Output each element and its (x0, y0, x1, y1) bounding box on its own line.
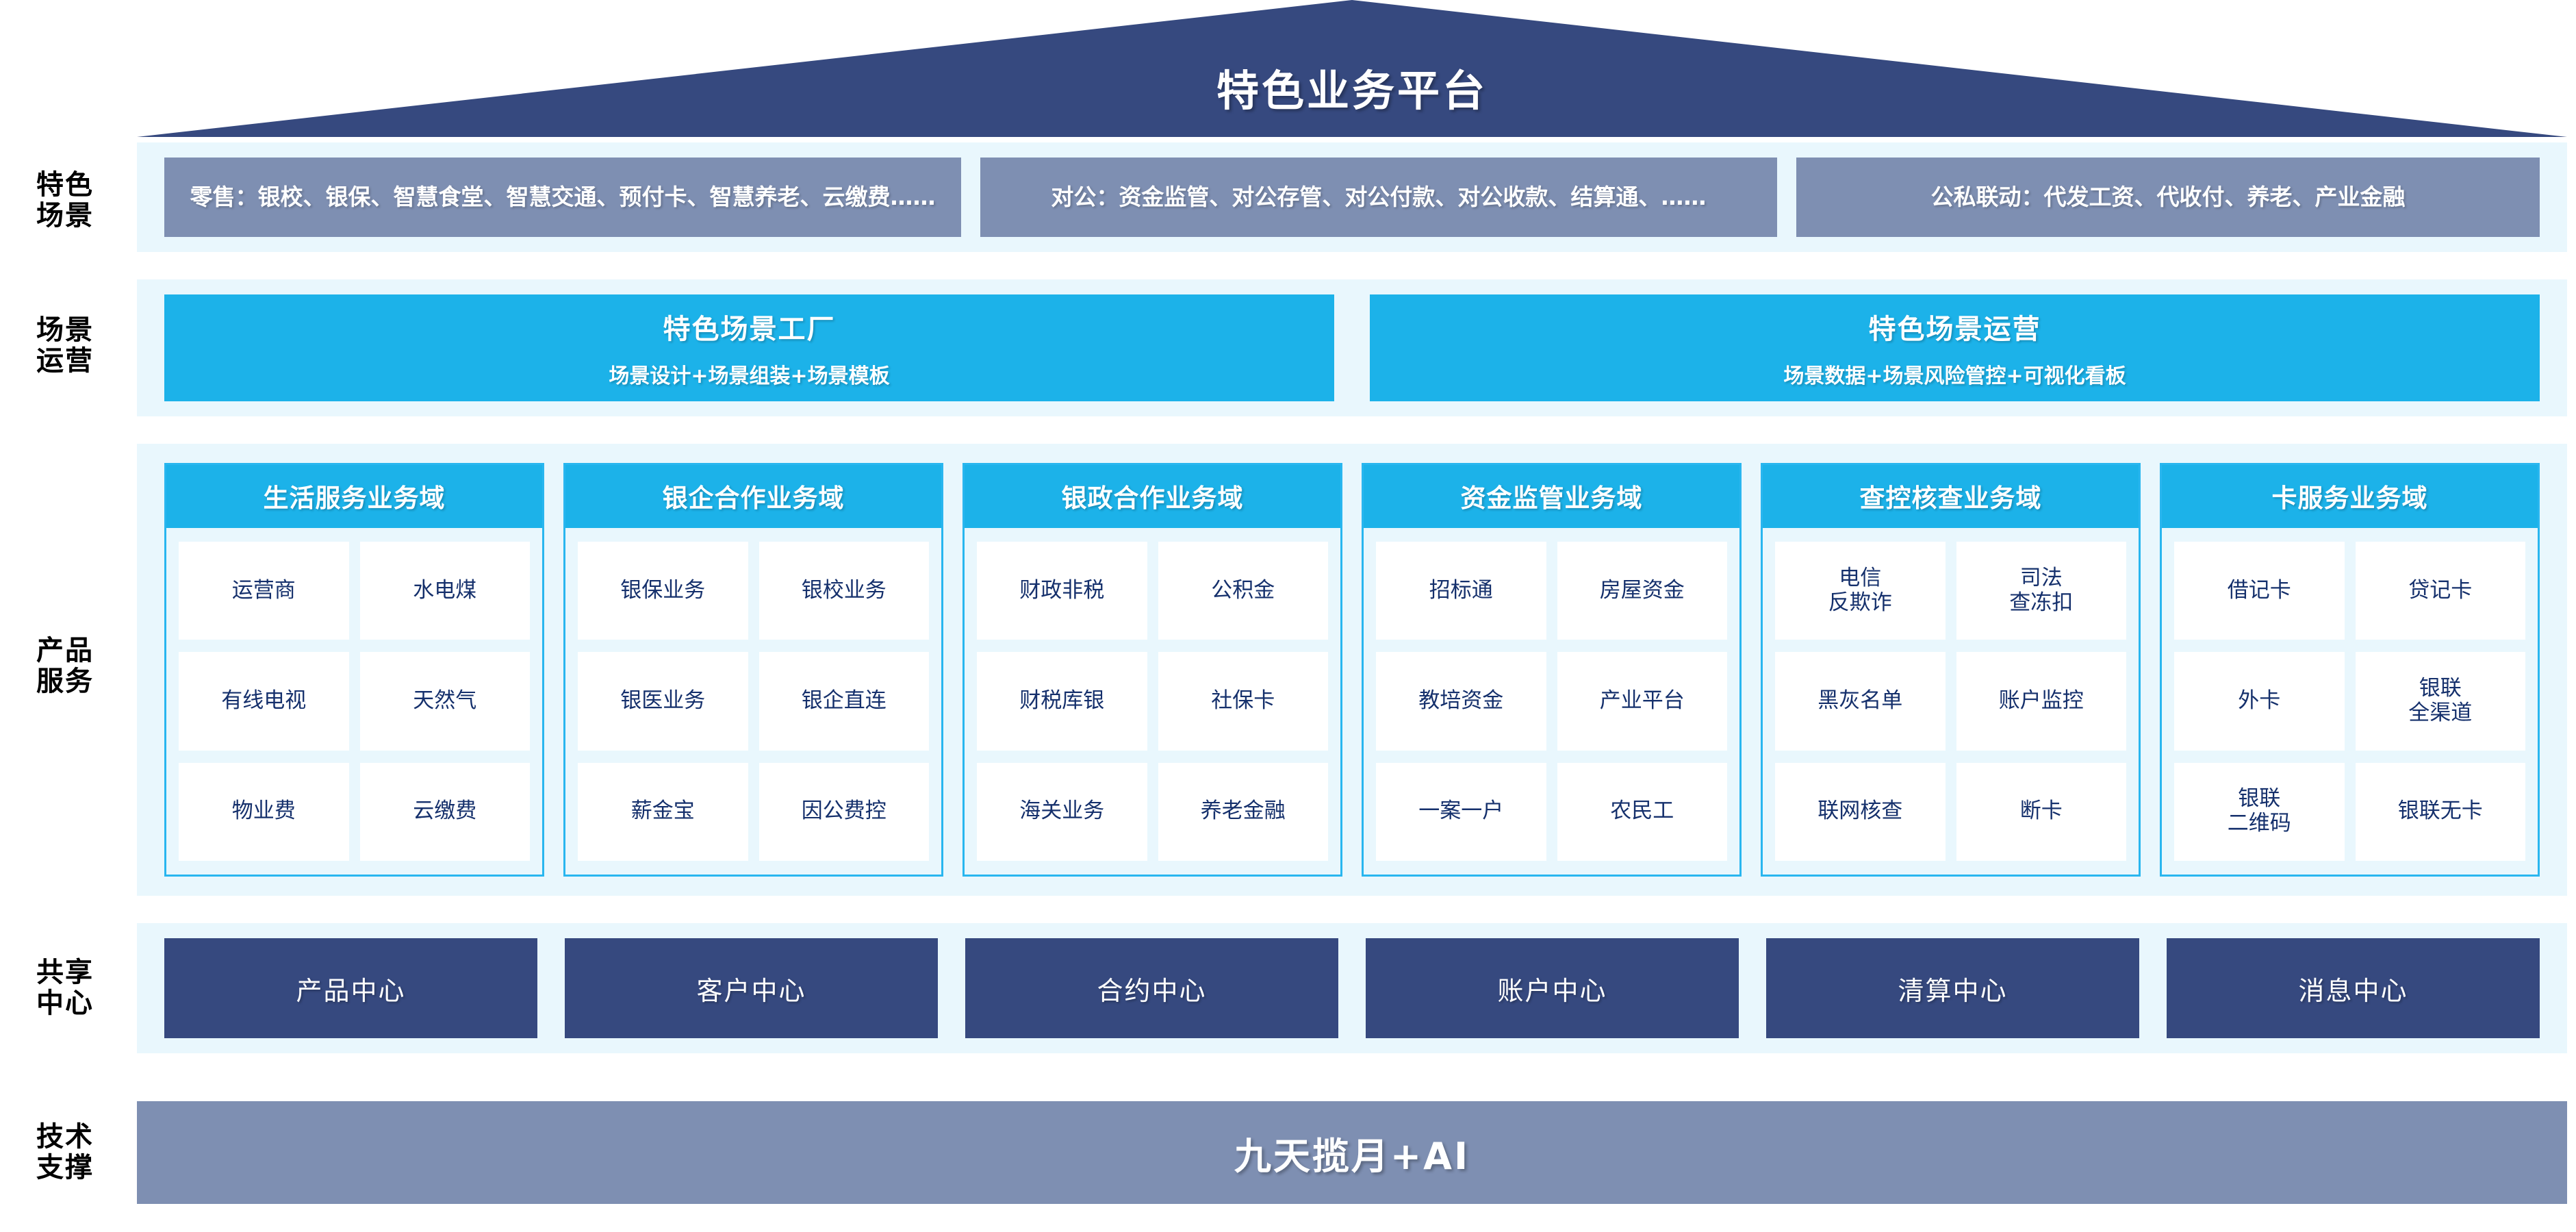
row-label-prod: 产品 服务 (14, 636, 116, 697)
domain-item[interactable]: 银保业务 (578, 542, 748, 640)
domain-item[interactable]: 天然气 (359, 652, 530, 751)
domain-item[interactable]: 联网核查 (1775, 762, 1946, 861)
row-label-tech: 技术 支撑 (14, 1122, 116, 1183)
domain-card-service[interactable]: 卡服务业务域 借记卡 贷记卡 外卡 银联全渠道 银联二维码 银联无卡 (2160, 463, 2540, 877)
domain-bank-government[interactable]: 银政合作业务域 财政非税 公积金 财税库银 社保卡 海关业务 养老金融 (962, 463, 1342, 877)
tech-support-bar[interactable]: 九天揽月+AI (137, 1101, 2567, 1204)
domain-item[interactable]: 财税库银 (977, 652, 1147, 751)
operations-card-scene-operation-subtitle: 场景数据+场景风险管控+可视化看板 (1783, 364, 2126, 388)
domain-item[interactable]: 房屋资金 (1557, 542, 1727, 640)
domain-item[interactable]: 断卡 (1956, 762, 2126, 861)
domain-item[interactable]: 云缴费 (359, 762, 530, 861)
domain-item[interactable]: 银企直连 (758, 652, 929, 751)
row-label-tech-line1: 技术 (36, 1121, 94, 1153)
domain-item[interactable]: 借记卡 (2174, 542, 2345, 640)
domain-card-service-title: 卡服务业务域 (2162, 465, 2538, 528)
operations-row: 特色场景工厂 场景设计+场景组装+场景模板 特色场景运营 场景数据+场景风险管控… (164, 294, 2540, 401)
domain-item[interactable]: 因公费控 (758, 762, 929, 861)
domain-item[interactable]: 农民工 (1557, 762, 1727, 861)
domain-item[interactable]: 黑灰名单 (1775, 652, 1946, 751)
domain-investigation-control[interactable]: 查控核查业务域 电信反欺诈 司法查冻扣 黑灰名单 账户监控 联网核查 断卡 (1761, 463, 2141, 877)
domain-bank-enterprise-grid: 银保业务 银校业务 银医业务 银企直连 薪金宝 因公费控 (565, 528, 941, 875)
domain-item[interactable]: 银医业务 (578, 652, 748, 751)
domain-item[interactable]: 薪金宝 (578, 762, 748, 861)
product-service-row: 生活服务业务域 运营商 水电煤 有线电视 天然气 物业费 云缴费 银企合作业务域… (164, 463, 2540, 877)
domain-life-service[interactable]: 生活服务业务域 运营商 水电煤 有线电视 天然气 物业费 云缴费 (164, 463, 544, 877)
domain-bank-enterprise-title: 银企合作业务域 (565, 465, 941, 528)
domain-item[interactable]: 财政非税 (977, 542, 1147, 640)
operations-card-scene-operation[interactable]: 特色场景运营 场景数据+场景风险管控+可视化看板 (1370, 294, 2540, 401)
row-label-shared-line2: 中心 (36, 987, 94, 1019)
domain-investigation-control-title: 查控核查业务域 (1763, 465, 2139, 528)
domain-item[interactable]: 有线电视 (179, 652, 349, 751)
platform-header-banner: 特色业务平台 (137, 0, 2567, 137)
operations-card-scene-factory-title: 特色场景工厂 (663, 314, 836, 345)
row-label-ops-line1: 场景 (36, 314, 94, 346)
domain-item[interactable]: 银联二维码 (2174, 762, 2345, 861)
row-label-ops-line2: 运营 (36, 344, 94, 377)
page-title: 特色业务平台 (1216, 66, 1488, 116)
domain-card-service-grid: 借记卡 贷记卡 外卡 银联全渠道 银联二维码 银联无卡 (2162, 528, 2538, 875)
domain-investigation-control-grid: 电信反欺诈 司法查冻扣 黑灰名单 账户监控 联网核查 断卡 (1763, 528, 2139, 875)
row-label-tech-line2: 支撑 (36, 1151, 94, 1183)
operations-card-scene-factory-subtitle: 场景设计+场景组装+场景模板 (609, 364, 890, 388)
shared-center-band: 产品中心 客户中心 合约中心 账户中心 清算中心 消息中心 (137, 923, 2567, 1053)
domain-item[interactable]: 社保卡 (1158, 652, 1328, 751)
shared-center-contract[interactable]: 合约中心 (965, 938, 1338, 1038)
operations-card-scene-operation-title: 特色场景运营 (1868, 314, 2041, 345)
domain-item[interactable]: 账户监控 (1956, 652, 2126, 751)
domain-bank-enterprise[interactable]: 银企合作业务域 银保业务 银校业务 银医业务 银企直连 薪金宝 因公费控 (563, 463, 943, 877)
shared-center-customer[interactable]: 客户中心 (565, 938, 938, 1038)
domain-item[interactable]: 运营商 (179, 542, 349, 640)
shared-center-message[interactable]: 消息中心 (2167, 938, 2540, 1038)
row-label-scene-line1: 特色 (36, 169, 94, 201)
shared-center-settlement[interactable]: 清算中心 (1766, 938, 2139, 1038)
shared-center-row: 产品中心 客户中心 合约中心 账户中心 清算中心 消息中心 (164, 938, 2540, 1038)
scenario-box-retail[interactable]: 零售：银校、银保、智慧食堂、智慧交通、预付卡、智慧养老、云缴费…… (164, 158, 961, 237)
shared-center-product[interactable]: 产品中心 (164, 938, 537, 1038)
row-label-scene-line2: 场景 (36, 199, 94, 231)
row-label-prod-line1: 产品 (36, 635, 94, 666)
domain-bank-government-title: 银政合作业务域 (965, 465, 1340, 528)
row-label-scene: 特色 场景 (14, 170, 116, 231)
domain-item[interactable]: 产业平台 (1557, 652, 1727, 751)
domain-fund-supervision-title: 资金监管业务域 (1364, 465, 1739, 528)
domain-item[interactable]: 外卡 (2174, 652, 2345, 751)
product-service-band: 生活服务业务域 运营商 水电煤 有线电视 天然气 物业费 云缴费 银企合作业务域… (137, 444, 2567, 896)
row-label-ops: 场景 运营 (14, 315, 116, 377)
domain-fund-supervision[interactable]: 资金监管业务域 招标通 房屋资金 教培资金 产业平台 一案一户 农民工 (1362, 463, 1742, 877)
domain-item[interactable]: 银联无卡 (2355, 762, 2525, 861)
domain-item[interactable]: 银校业务 (758, 542, 929, 640)
domain-item[interactable]: 水电煤 (359, 542, 530, 640)
domain-bank-government-grid: 财政非税 公积金 财税库银 社保卡 海关业务 养老金融 (965, 528, 1340, 875)
domain-life-service-grid: 运营商 水电煤 有线电视 天然气 物业费 云缴费 (166, 528, 542, 875)
domain-item[interactable]: 海关业务 (977, 762, 1147, 861)
row-label-shared: 共享 中心 (14, 957, 116, 1019)
row-label-shared-line1: 共享 (36, 957, 94, 988)
shared-center-account[interactable]: 账户中心 (1366, 938, 1739, 1038)
domain-item[interactable]: 养老金融 (1158, 762, 1328, 861)
domain-item[interactable]: 银联全渠道 (2355, 652, 2525, 751)
domain-fund-supervision-grid: 招标通 房屋资金 教培资金 产业平台 一案一户 农民工 (1364, 528, 1739, 875)
domain-item[interactable]: 教培资金 (1376, 652, 1546, 751)
domain-item[interactable]: 贷记卡 (2355, 542, 2525, 640)
row-label-prod-line2: 服务 (36, 665, 94, 697)
domain-item[interactable]: 电信反欺诈 (1775, 542, 1946, 640)
domain-life-service-title: 生活服务业务域 (166, 465, 542, 528)
scenario-box-corporate[interactable]: 对公：资金监管、对公存管、对公付款、对公收款、结算通、…… (980, 158, 1777, 237)
domain-item[interactable]: 公积金 (1158, 542, 1328, 640)
domain-item[interactable]: 物业费 (179, 762, 349, 861)
scenario-band: 零售：银校、银保、智慧食堂、智慧交通、预付卡、智慧养老、云缴费…… 对公：资金监… (137, 142, 2567, 252)
scenario-box-public-private[interactable]: 公私联动：代发工资、代收付、养老、产业金融 (1796, 158, 2540, 237)
operations-band: 特色场景工厂 场景设计+场景组装+场景模板 特色场景运营 场景数据+场景风险管控… (137, 279, 2567, 416)
domain-item[interactable]: 招标通 (1376, 542, 1546, 640)
domain-item[interactable]: 一案一户 (1376, 762, 1546, 861)
scenario-row: 零售：银校、银保、智慧食堂、智慧交通、预付卡、智慧养老、云缴费…… 对公：资金监… (164, 158, 2540, 237)
domain-item[interactable]: 司法查冻扣 (1956, 542, 2126, 640)
operations-card-scene-factory[interactable]: 特色场景工厂 场景设计+场景组装+场景模板 (164, 294, 1334, 401)
